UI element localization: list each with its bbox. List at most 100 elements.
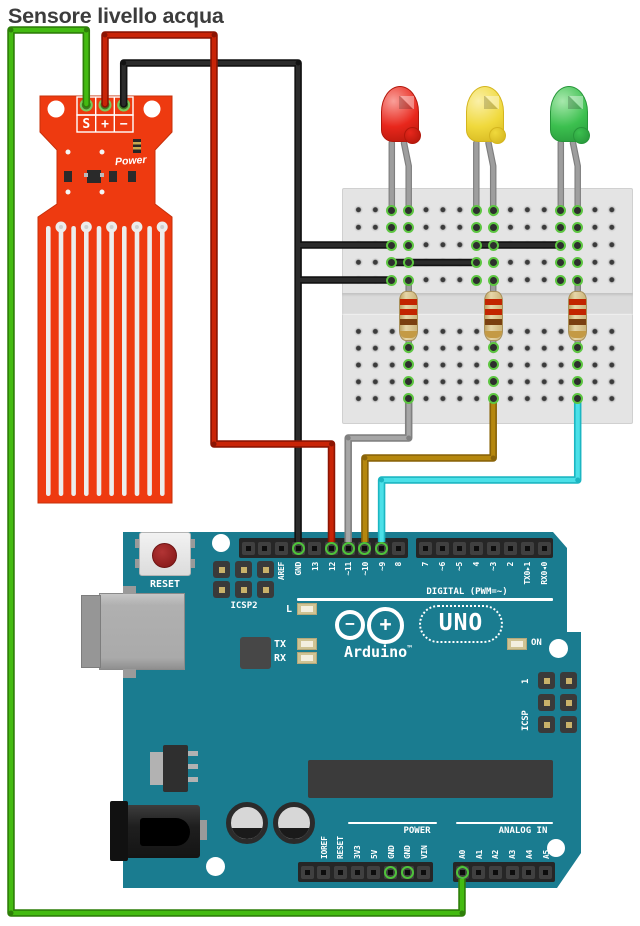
resistor-band	[569, 331, 587, 338]
breadboard-active-hole	[403, 257, 415, 268]
breadboard-active-hole	[386, 274, 398, 286]
uno-badge: UNO	[419, 605, 503, 643]
arduino-logo-minus-ring: −	[335, 610, 365, 640]
silkscreen-line	[297, 598, 553, 601]
pin-socket-power-0	[300, 865, 314, 879]
mounting-hole	[549, 639, 568, 658]
pin-socket-digital_right-0	[418, 541, 432, 555]
capacitor-marking	[231, 827, 263, 839]
reset-button-cap	[152, 543, 177, 568]
arduino-wordmark: Arduino™	[343, 643, 413, 661]
pin-label-~9: ~9	[377, 562, 387, 572]
breadboard-active-hole	[487, 375, 499, 387]
icsp-pin	[538, 716, 555, 733]
breadboard-active-hole	[470, 239, 482, 251]
pin-label-8: 8	[394, 562, 404, 567]
pin-label-13: 13	[310, 562, 320, 572]
red-led-flange	[404, 127, 422, 144]
breadboard-active-hole	[487, 392, 499, 404]
icsp2-label: ICSP2	[230, 601, 258, 611]
breadboard-active-hole	[555, 274, 567, 286]
pin-label-AREF: AREF	[277, 562, 287, 581]
pin-socket-digital_right-1	[435, 541, 449, 555]
breadboard-active-hole	[487, 359, 499, 371]
regulator-leg	[188, 751, 198, 756]
regulator-leg	[188, 777, 198, 782]
pin-socket-digital_left-0	[241, 541, 255, 555]
breadboard-active-hole	[470, 274, 482, 286]
sensor-pin-label-minus: −	[120, 117, 128, 132]
capacitor-1	[226, 802, 268, 844]
atmega-chip	[308, 760, 553, 798]
connected-pin-ring	[400, 865, 414, 879]
icsp2-pin	[213, 581, 230, 598]
breadboard-active-hole	[487, 239, 499, 251]
silkscreen-line	[456, 822, 553, 824]
pin-socket-digital_left-9	[391, 541, 405, 555]
breadboard-active-hole	[403, 239, 415, 251]
usb-port-cap	[81, 595, 101, 668]
breadboard-active-hole	[572, 222, 584, 233]
breadboard-active-hole	[572, 392, 584, 404]
usb-tab	[123, 669, 136, 678]
led-tx	[297, 638, 317, 650]
digital-caption: DIGITAL (PWM=~)	[426, 587, 508, 597]
icsp-pin	[560, 672, 577, 689]
pin-socket-digital_right-6	[520, 541, 534, 555]
voltage-regulator	[163, 745, 188, 792]
breadboard-active-hole	[572, 342, 584, 354]
resistor-band	[400, 331, 418, 338]
led-notch-icon	[399, 96, 415, 109]
capacitor-marking	[278, 827, 310, 839]
pin-label-GND: GND	[294, 562, 304, 576]
led-tx-label: TX	[274, 639, 287, 650]
analog-caption: ANALOG IN	[498, 826, 548, 836]
led-l-label: L	[286, 604, 293, 615]
power-jack-cap	[110, 801, 128, 861]
breadboard-active-hole	[403, 392, 415, 404]
green-led	[550, 86, 591, 150]
pin-label-VIN: VIN	[419, 845, 429, 859]
breadboard-active-hole	[555, 239, 567, 251]
connected-pin-ring	[455, 865, 469, 879]
sensor-pin-label-plus: +	[101, 117, 109, 132]
usb-port	[99, 593, 185, 670]
pin-socket-power-4	[367, 865, 381, 879]
mounting-hole	[143, 100, 161, 118]
breadboard-active-hole	[403, 274, 415, 286]
sensor-solder-pads	[79, 98, 131, 112]
pin-socket-digital_left-1	[258, 541, 272, 555]
breadboard-active-hole	[487, 204, 499, 216]
pin-label-A2: A2	[491, 849, 501, 859]
arduino-logo-plus-ring: +	[367, 607, 404, 644]
pin-socket-power-7	[417, 865, 431, 879]
icsp-pin	[538, 672, 555, 689]
pin-label-A0: A0	[458, 849, 467, 859]
resistor-3	[568, 291, 588, 341]
led-l	[297, 603, 317, 615]
resistor-band	[484, 331, 502, 338]
breadboard-active-hole	[572, 204, 584, 216]
crystal	[240, 637, 271, 669]
breadboard-active-hole	[487, 257, 499, 268]
led-notch-icon	[483, 96, 499, 109]
breadboard-active-hole	[403, 375, 415, 387]
icsp-pin	[560, 694, 577, 711]
pin-label-GND: GND	[403, 845, 413, 859]
breadboard-active-hole	[487, 274, 499, 286]
breadboard-active-hole	[386, 204, 398, 216]
pin-label-12: 12	[327, 562, 337, 572]
breadboard-active-hole	[572, 375, 584, 387]
icsp2-pin	[235, 561, 252, 578]
pin-socket-digital_left-4	[308, 541, 322, 555]
pin-socket-digital_right-4	[486, 541, 500, 555]
sensor-pin-label-s: S	[82, 117, 90, 132]
mounting-hole	[212, 534, 230, 552]
pin-label-A1: A1	[474, 849, 484, 859]
icsp-label: ICSP	[521, 710, 531, 731]
breadboard-active-hole	[470, 204, 482, 216]
led-on-label: ON	[531, 638, 542, 648]
resistor-band	[569, 299, 587, 305]
pin-label-A5: A5	[541, 849, 551, 859]
breadboard-active-hole	[470, 222, 482, 233]
